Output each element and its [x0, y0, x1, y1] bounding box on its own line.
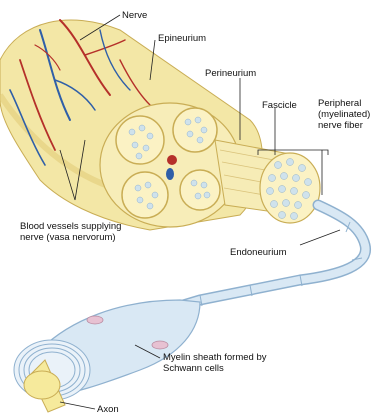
label-blood-vessels: Blood vessels supplying nerve (vasa nerv…: [20, 221, 121, 243]
label-peripheral-fiber: Peripheral (myelinated) nerve fiber: [318, 98, 370, 131]
label-myelin-sheath: Myelin sheath formed by Schwann cells: [163, 352, 267, 374]
label-endoneurium: Endoneurium: [230, 247, 287, 258]
axon-end: [24, 371, 60, 399]
vein-cross-section: [166, 168, 174, 180]
label-axon: Axon: [97, 404, 119, 415]
artery-cross-section: [167, 155, 177, 165]
label-nerve: Nerve: [122, 10, 147, 21]
label-epineurium: Epineurium: [158, 33, 206, 44]
label-fascicle: Fascicle: [262, 100, 297, 111]
label-perineurium: Perineurium: [205, 68, 256, 79]
